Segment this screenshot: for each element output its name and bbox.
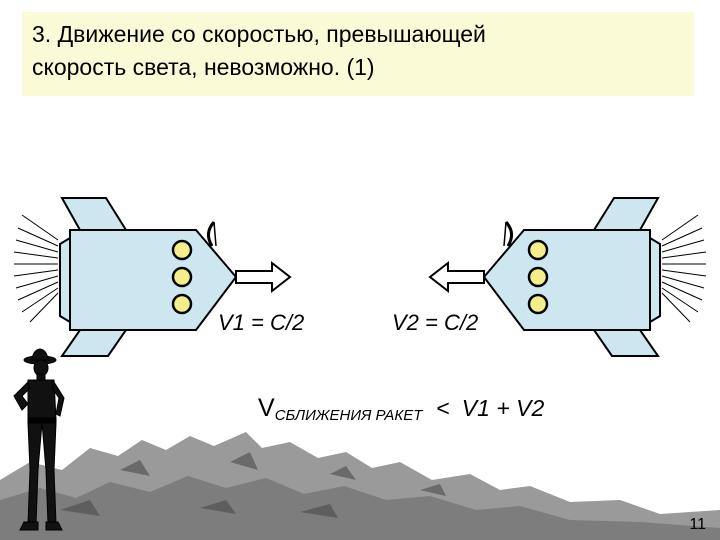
- observer-figure-icon: [13, 348, 65, 531]
- v1-label: V1 = C/2: [218, 310, 305, 335]
- slide-title-line-2: скорость света, невозможно. (1): [32, 54, 375, 80]
- formula-sum: V1 + V2: [461, 395, 545, 421]
- rocks-terrain-icon: [0, 432, 720, 540]
- approach-speed-formula: VСБЛИЖЕНИЯ РАКЕТ < V1 + V2: [258, 394, 545, 424]
- right-rocket-icon: [482, 197, 707, 357]
- formula-v: V: [258, 394, 275, 422]
- page-number: 11: [689, 516, 706, 533]
- formula-subscript: СБЛИЖЕНИЯ РАКЕТ: [274, 407, 423, 424]
- left-velocity-arrow: [235, 260, 292, 294]
- slide-title-line-1: 3. Движение со скоростью, превышающей: [32, 21, 486, 47]
- slide-title-box: 3. Движение со скоростью, превышающей ск…: [22, 12, 694, 96]
- left-rocket-icon: [13, 197, 238, 357]
- v2-label: V2 = C/2: [392, 310, 479, 335]
- right-velocity-arrow: [428, 260, 485, 294]
- formula-relation: <: [436, 395, 450, 421]
